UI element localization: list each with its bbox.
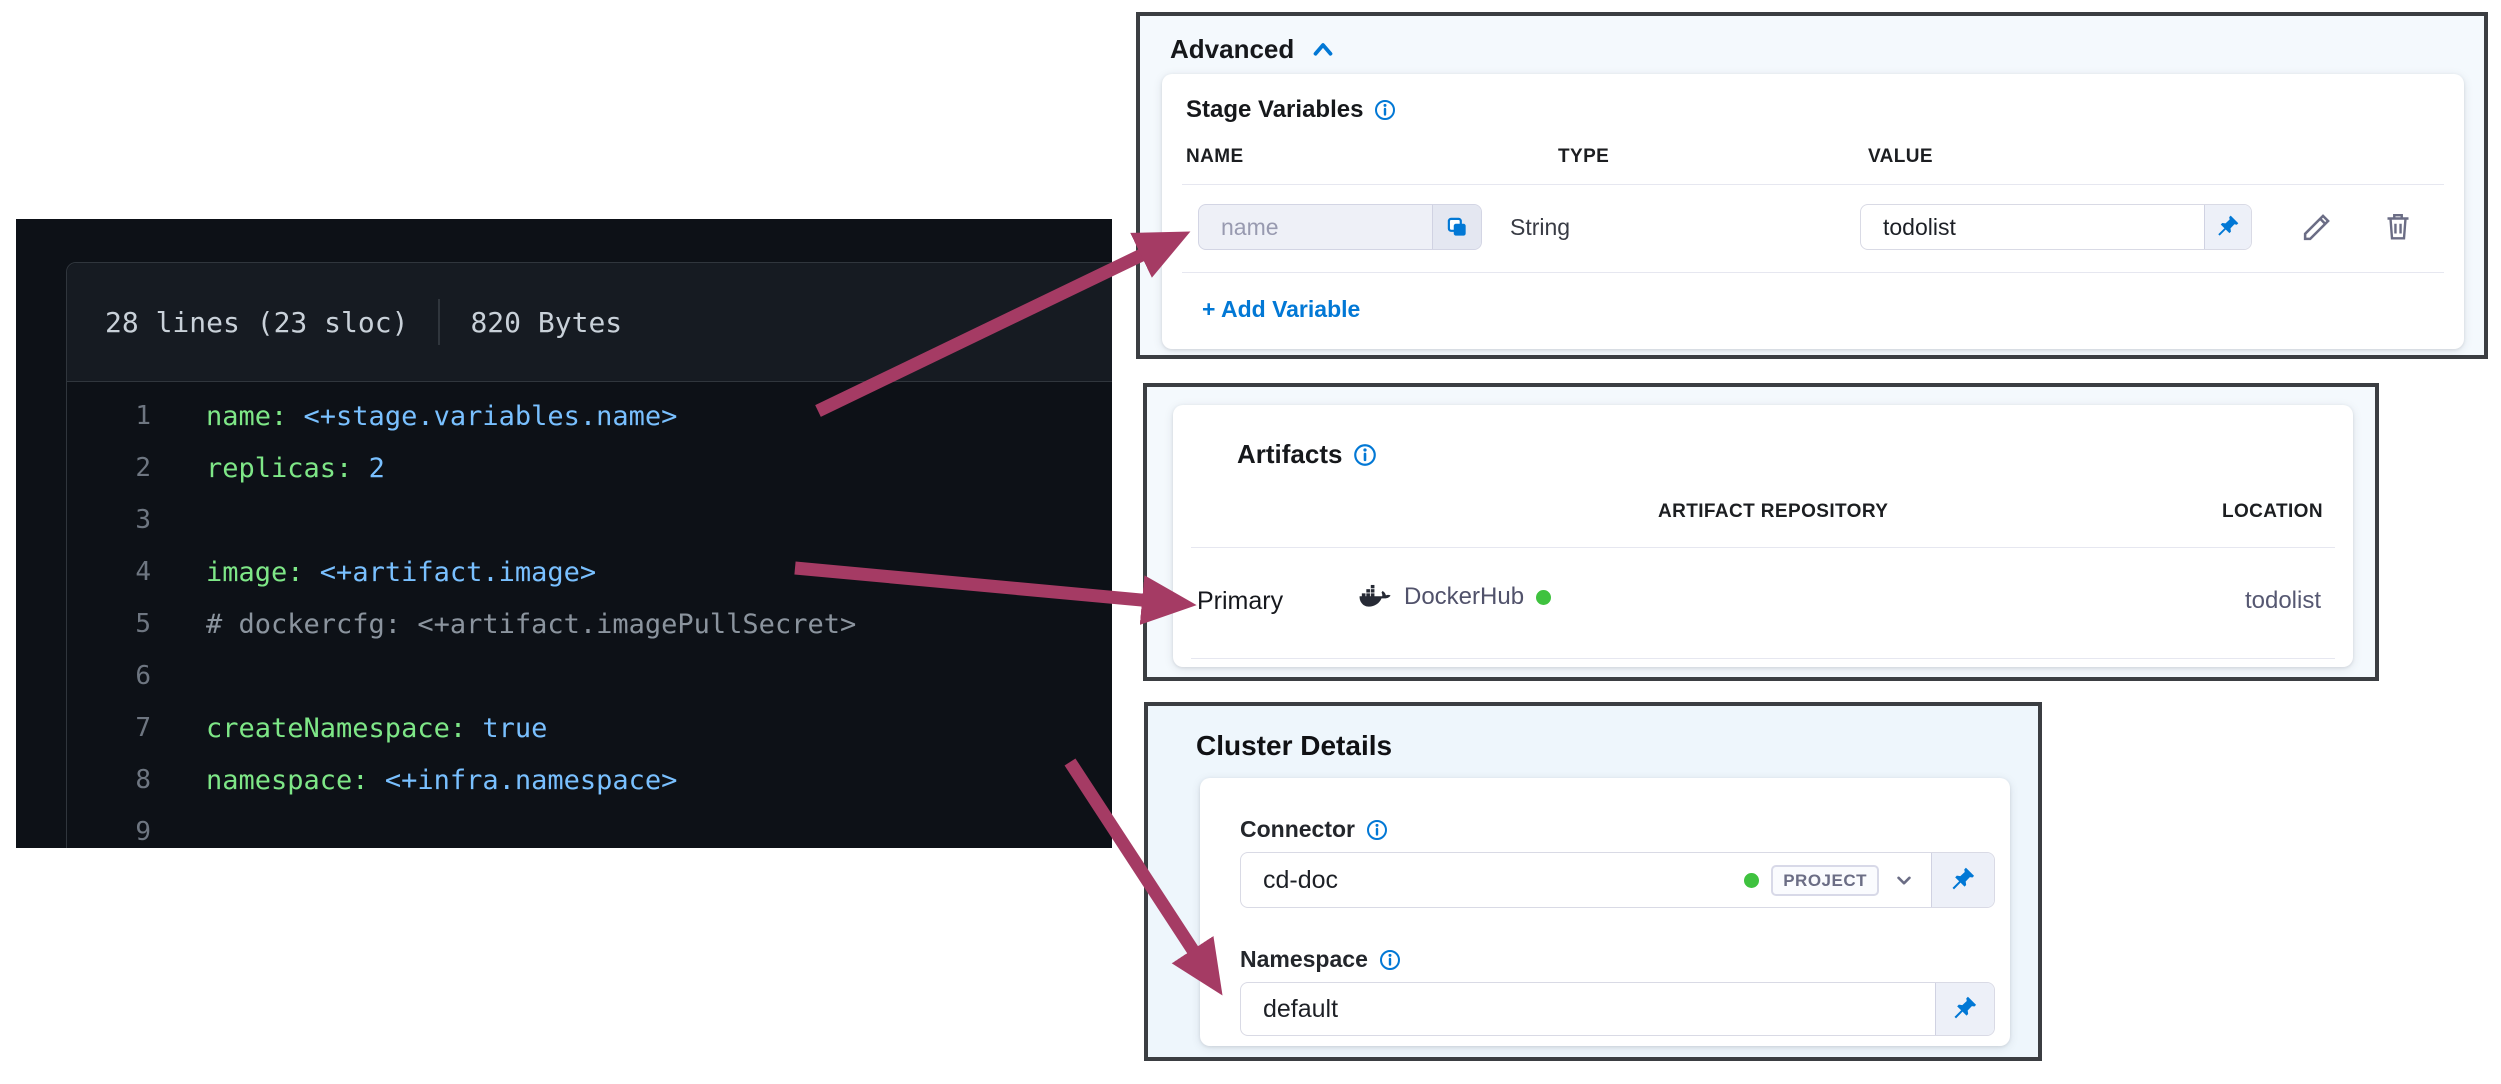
header-divider (438, 299, 441, 345)
chevron-up-icon[interactable] (1308, 35, 1338, 65)
info-icon[interactable] (1373, 98, 1397, 122)
code-line-2: 2 replicas: 2 (67, 442, 1112, 494)
lines-count: 28 lines (23 sloc) (105, 305, 409, 339)
variable-value-input[interactable] (1861, 205, 2204, 249)
code-line-6: 6 (67, 650, 1112, 702)
stage-variables-card: Stage Variables NAME TYPE VALUE String (1162, 74, 2464, 349)
variable-name-input[interactable] (1199, 205, 1432, 249)
column-header-location: LOCATION (2221, 501, 2323, 522)
code-text: namespace: <+infra.namespace> (206, 764, 678, 796)
column-header-type: TYPE (1558, 146, 1610, 167)
divider (1182, 184, 2444, 185)
info-icon[interactable] (1378, 948, 1402, 972)
artifacts-title: Artifacts (1237, 439, 1343, 469)
code-text: replicas: 2 (206, 452, 385, 484)
line-number: 2 (135, 453, 151, 483)
info-icon[interactable] (1365, 818, 1389, 842)
namespace-input[interactable] (1241, 983, 1935, 1035)
column-header-name: NAME (1186, 146, 1244, 167)
divider (1182, 272, 2444, 273)
connector-input-group: PROJECT (1240, 852, 1995, 908)
variable-type: String (1510, 214, 1571, 240)
connector-input[interactable] (1241, 853, 1745, 907)
namespace-input-group (1240, 982, 1995, 1036)
info-icon[interactable] (1352, 442, 1378, 468)
code-file-header: 28 lines (23 sloc) 820 Bytes (67, 263, 1112, 382)
artifacts-card: Artifacts ARTIFACT REPOSITORY LOCATION P… (1173, 405, 2353, 667)
line-number: 8 (135, 765, 151, 795)
code-line-8: 8 namespace: <+infra.namespace> (67, 754, 1112, 806)
code-line-3: 3 (67, 494, 1112, 546)
advanced-title: Advanced (1170, 34, 1295, 64)
divider (1191, 658, 2335, 659)
variable-name-input-group (1198, 204, 1482, 250)
delete-icon[interactable] (2380, 208, 2416, 244)
line-number: 9 (135, 817, 151, 847)
scope-badge: PROJECT (1771, 864, 1879, 896)
code-line-9: 9 (67, 806, 1112, 848)
code-line-5: 5 # dockercfg: <+artifact.imagePullSecret… (67, 598, 1112, 650)
line-number: 6 (135, 661, 151, 691)
code-text: image: <+artifact.image> (206, 556, 597, 588)
code-line-4: 4 image: <+artifact.image> (67, 546, 1112, 598)
pin-icon[interactable] (2204, 205, 2251, 249)
status-dot (1536, 589, 1552, 605)
column-header-repository: ARTIFACT REPOSITORY (1658, 501, 1889, 522)
code-text: # dockercfg: <+artifact.imagePullSecret> (206, 608, 857, 640)
artifacts-panel: Artifacts ARTIFACT REPOSITORY LOCATION P… (1143, 383, 2379, 681)
advanced-panel: Advanced Stage Variables NAME TYPE VALUE… (1136, 12, 2488, 359)
code-line-7: 7 createNamespace: true (67, 702, 1112, 754)
file-size: 820 Bytes (470, 305, 623, 339)
line-number: 1 (135, 401, 151, 431)
namespace-label: Namespace (1240, 946, 1368, 972)
cluster-details-title: Cluster Details (1196, 730, 1393, 761)
docker-icon (1358, 583, 1392, 611)
stage-variables-title: Stage Variables (1186, 96, 1364, 123)
pin-icon[interactable] (1935, 983, 1994, 1035)
code-text: createNamespace: true (206, 712, 548, 744)
edit-icon[interactable] (2298, 208, 2336, 246)
chevron-down-icon[interactable] (1891, 867, 1917, 893)
code-body: 1 name: <+stage.variables.name> 2 replicas… (67, 382, 1112, 848)
artifact-name: Primary (1197, 587, 1284, 615)
connector-label: Connector (1240, 816, 1355, 842)
cluster-details-card: Connector PROJECT Namespace (1200, 778, 2010, 1046)
status-dot (1744, 872, 1760, 888)
artifact-location: todolist (2244, 587, 2321, 614)
pin-icon[interactable] (1931, 853, 1994, 907)
column-header-value: VALUE (1868, 146, 1933, 167)
line-number: 3 (135, 505, 151, 535)
variable-value-input-group (1860, 204, 2252, 250)
artifact-repository: DockerHub (1404, 583, 1525, 610)
divider (1191, 547, 2335, 548)
line-number: 5 (135, 609, 151, 639)
copy-icon[interactable] (1432, 205, 1481, 249)
line-number: 4 (135, 557, 151, 587)
cluster-details-panel: Cluster Details Connector PROJECT Namesp… (1144, 702, 2042, 1061)
code-file-box: 28 lines (23 sloc) 820 Bytes 1 name: <+st… (66, 262, 1112, 848)
github-code-screenshot: 28 lines (23 sloc) 820 Bytes 1 name: <+st… (16, 219, 1112, 848)
add-variable-button[interactable]: + Add Variable (1202, 296, 1361, 322)
code-line-1: 1 name: <+stage.variables.name> (67, 390, 1112, 442)
code-text: name: <+stage.variables.name> (206, 400, 678, 432)
line-number: 7 (135, 713, 151, 743)
